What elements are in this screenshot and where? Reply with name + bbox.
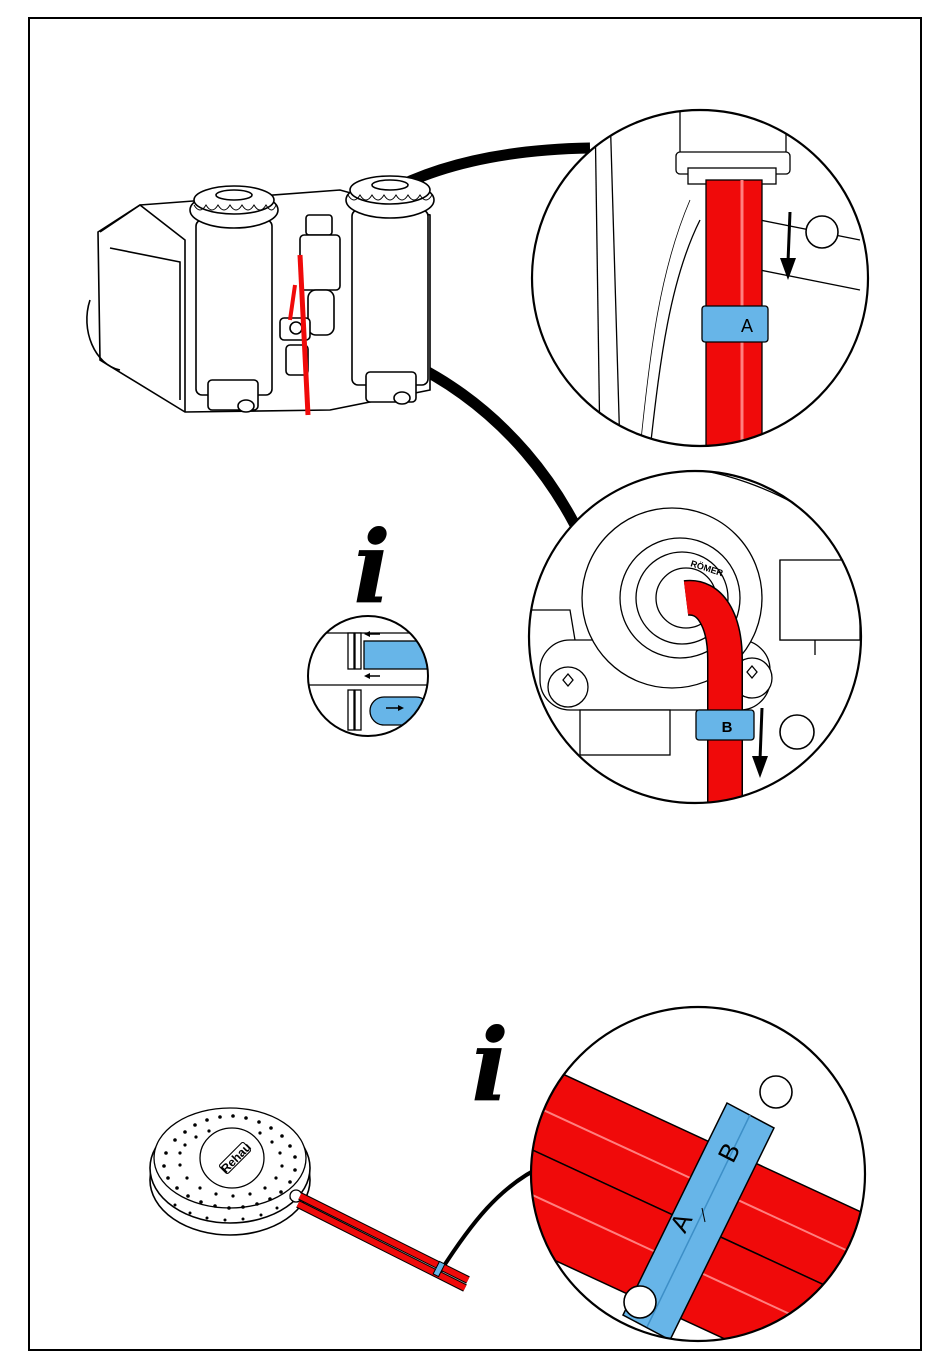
- filter-cap: Rehau: [150, 1108, 310, 1235]
- arrow-down-icon: [788, 212, 790, 262]
- circle-marker-icon: [806, 216, 838, 248]
- connector-bottom: [440, 1165, 545, 1272]
- info-icon: i: [353, 508, 391, 626]
- clip-a: [702, 306, 768, 342]
- info-icon-2: i: [471, 1006, 509, 1124]
- circle-marker-icon-4: [624, 1286, 656, 1318]
- arrow-down-icon-2: [760, 708, 762, 760]
- clip-a-label: A: [741, 316, 753, 336]
- circle-marker-icon-2: [780, 715, 814, 749]
- detail-circle-b: B RÖMER: [529, 470, 861, 810]
- detail-circle-ab: B A: [500, 1007, 900, 1369]
- filter-assembly: [87, 176, 434, 412]
- info-detail-circle: [300, 616, 440, 736]
- clip-b-label: B: [722, 719, 733, 736]
- circle-marker-icon-3: [760, 1076, 792, 1108]
